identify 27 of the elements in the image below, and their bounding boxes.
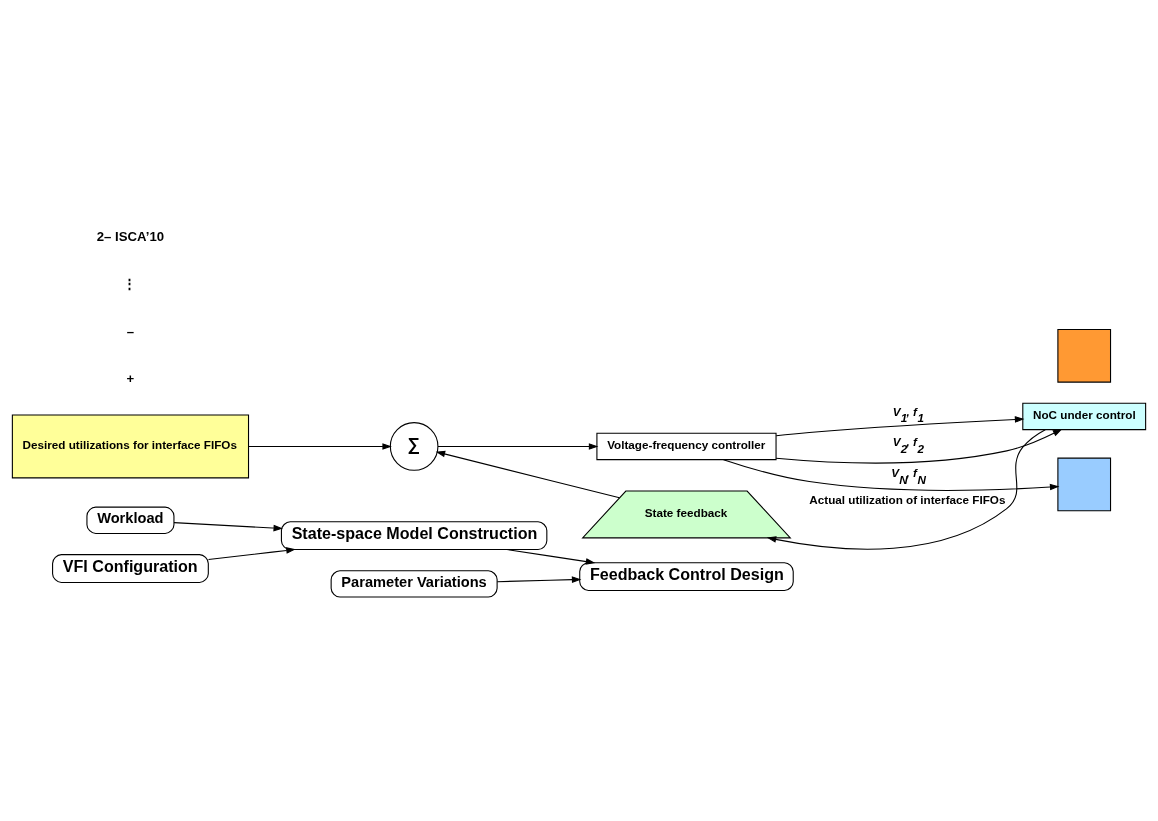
arrow	[173, 521, 284, 531]
label: ⋮	[123, 275, 137, 291]
arrow	[248, 442, 392, 450]
node-box: Voltage-frequency controller	[596, 432, 777, 460]
arrow	[207, 546, 296, 560]
arrow	[506, 548, 596, 565]
label: +	[126, 370, 135, 386]
arrow	[722, 458, 1060, 491]
arrow	[437, 442, 599, 450]
node-box	[1057, 328, 1112, 383]
node-box: NoC under control	[1022, 402, 1147, 430]
arrow	[766, 428, 1046, 550]
edge-label: Actual utilization of interface FIFOs	[809, 492, 1006, 506]
node-box: Workload	[86, 506, 175, 534]
node-box: State-space Model Construction	[280, 520, 548, 550]
node-box: Parameter Variations	[330, 569, 498, 598]
arrow	[775, 415, 1025, 436]
node-circle: ∑	[389, 421, 439, 471]
arrow	[435, 450, 620, 498]
node-box: Feedback Control Design	[579, 561, 794, 591]
node-box: Desired utilizations for interface FIFOs	[11, 413, 250, 478]
label: –	[126, 323, 135, 339]
arrow	[496, 575, 582, 583]
node-box	[1057, 457, 1112, 511]
label: 2– ISCA’10	[96, 228, 165, 244]
node-box: VFI Configuration	[52, 553, 209, 583]
arrow	[775, 428, 1063, 463]
